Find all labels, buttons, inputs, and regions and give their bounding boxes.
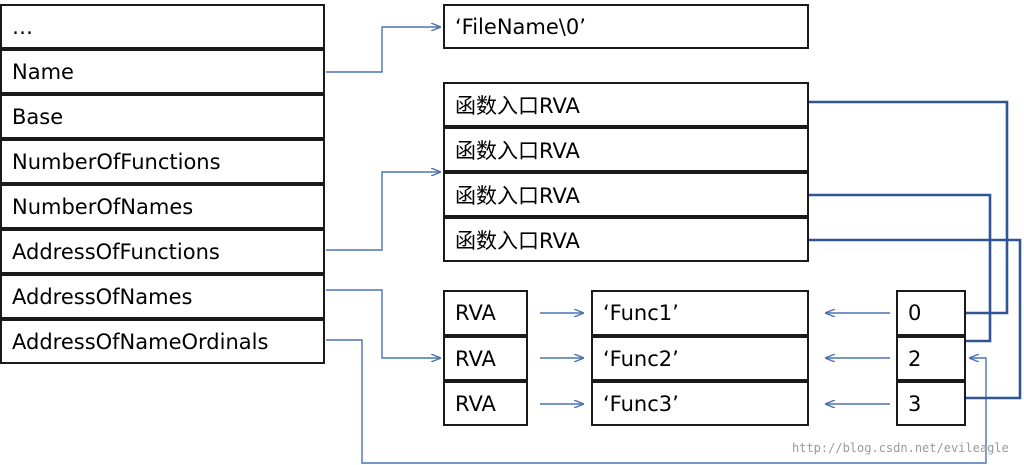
field-number-of-names: NumberOfNames	[0, 184, 325, 229]
name-rva-entry: RVA	[443, 336, 528, 381]
field-number-of-functions: NumberOfFunctions	[0, 139, 325, 184]
ordinal-0-link	[809, 100, 1009, 315]
field-base: Base	[0, 94, 325, 139]
field-ellipsis: …	[0, 4, 325, 49]
function-rva-entry: 函数入口RVA	[443, 127, 809, 172]
name-rva-entry: RVA	[443, 290, 528, 336]
field-address-of-functions: AddressOfFunctions	[0, 229, 325, 274]
name-to-filename-arrow	[326, 27, 440, 73]
address-of-functions-arrow	[326, 172, 440, 251]
field-address-of-name-ordinals: AddressOfNameOrdinals	[0, 319, 325, 364]
field-address-of-names: AddressOfNames	[0, 274, 325, 319]
watermark-url: http://blog.csdn.net/evileagle	[792, 441, 1009, 455]
function-name-string: ‘Func3’	[591, 381, 809, 426]
function-name-string: ‘Func2’	[591, 336, 809, 381]
ordinal-entry: 0	[896, 290, 966, 336]
field-name: Name	[0, 49, 325, 94]
ordinal-entry: 2	[896, 336, 966, 381]
ordinal-entry: 3	[896, 381, 966, 426]
function-rva-entry: 函数入口RVA	[443, 217, 809, 262]
name-rva-entry: RVA	[443, 381, 528, 426]
function-name-string: ‘Func1’	[591, 290, 809, 336]
filename-string-box: ‘FileName\0’	[443, 4, 809, 49]
function-rva-entry: 函数入口RVA	[443, 172, 809, 217]
address-of-names-arrow	[326, 289, 440, 358]
function-rva-entry: 函数入口RVA	[443, 82, 809, 127]
